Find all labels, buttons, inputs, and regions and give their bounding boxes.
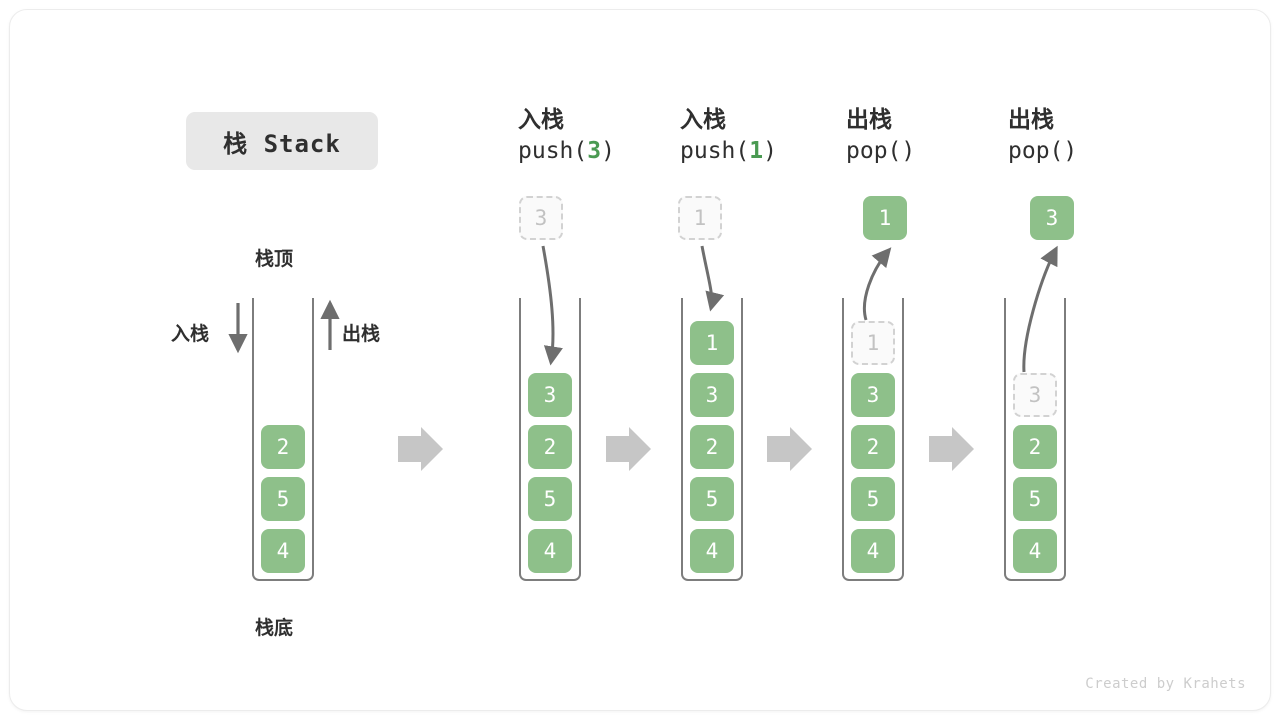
stack-cell-ghost: 1 [851,321,895,365]
stack-cell: 4 [690,529,734,573]
column-header-code: push(3) [518,134,678,168]
column-header-pop-3: 出栈 pop() [1008,104,1168,168]
code-suffix: ) [901,138,916,164]
column-header-push-1: 入栈 push(1) [680,104,840,168]
column-header-cn: 出栈 [846,106,892,132]
code-suffix: ) [601,138,615,164]
stack-cell: 5 [528,477,572,521]
stack-cell: 4 [261,529,305,573]
stack-container [681,298,743,581]
stack-cell: 5 [1013,477,1057,521]
code-suffix: ) [763,138,777,164]
code-prefix: pop( [1008,138,1064,164]
label-pop-direction: 出栈 [342,324,381,345]
stack-cell: 2 [851,425,895,469]
column-header-push-3: 入栈 push(3) [518,104,678,168]
code-prefix: push( [518,138,588,164]
floating-cell-pop-3: 3 [1030,196,1074,240]
stack-cell: 4 [1013,529,1057,573]
stack-container [252,298,314,581]
column-header-code: pop() [846,134,1006,168]
stack-cell: 5 [851,477,895,521]
code-prefix: push( [680,138,750,164]
stack-cell: 2 [261,425,305,469]
column-header-pop-1: 出栈 pop() [846,104,1006,168]
code-suffix: ) [1063,138,1078,164]
floating-cell-push-1: 1 [678,196,722,240]
stack-cell: 2 [528,425,572,469]
floating-cell-push-3: 3 [519,196,563,240]
label-stack-top: 栈顶 [255,249,294,270]
stack-container [842,298,904,581]
stack-cell: 2 [690,425,734,469]
column-header-cn: 出栈 [1008,106,1054,132]
stack-cell: 4 [851,529,895,573]
stack-container [1004,298,1066,581]
stack-cell-ghost: 3 [1013,373,1057,417]
footer-credit: Created by Krahets [1085,676,1246,692]
label-stack-bottom: 栈底 [255,618,294,639]
column-header-cn: 入栈 [518,106,564,132]
stack-cell: 3 [851,373,895,417]
stack-cell: 5 [261,477,305,521]
stack-cell: 2 [1013,425,1057,469]
stack-cell: 5 [690,477,734,521]
label-push-direction: 入栈 [171,324,210,345]
stack-cell: 4 [528,529,572,573]
floating-cell-pop-1: 1 [863,196,907,240]
stack-cell: 1 [690,321,734,365]
column-header-code: push(1) [680,134,840,168]
page-title: 栈 Stack [186,112,378,170]
column-header-code: pop() [1008,134,1168,168]
column-header-cn: 入栈 [680,106,726,132]
stack-container [519,298,581,581]
stack-cell: 3 [690,373,734,417]
code-arg: 3 [587,138,602,164]
code-arg: 1 [749,138,764,164]
stack-cell: 3 [528,373,572,417]
code-prefix: pop( [846,138,902,164]
